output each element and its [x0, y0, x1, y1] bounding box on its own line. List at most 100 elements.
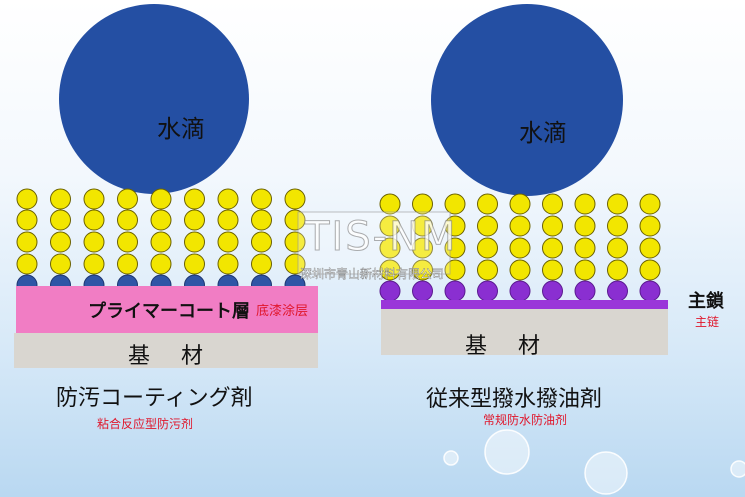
- molecule-circle: [184, 253, 205, 275]
- molecule-circle: [50, 209, 71, 231]
- molecule-circle: [639, 259, 661, 281]
- anchor-circle: [477, 280, 498, 302]
- molecule-circle: [607, 215, 628, 237]
- right-substrate-label: 基 材: [465, 334, 552, 359]
- molecule-circle: [284, 253, 306, 275]
- molecule-circle: [150, 231, 172, 253]
- anchor-circle: [412, 280, 433, 302]
- molecule-circle: [639, 193, 661, 215]
- right-caption: 従来型撥水撥油剤: [426, 387, 603, 412]
- molecule-circle: [117, 253, 138, 275]
- left-caption-sub: 粘合反应型防污剂: [97, 417, 194, 431]
- molecule-circle: [412, 193, 433, 215]
- molecule-circle: [150, 253, 172, 275]
- molecule-circle: [412, 259, 433, 281]
- bubble: [484, 429, 530, 475]
- molecule-circle: [117, 231, 138, 253]
- molecule-circle: [509, 237, 531, 259]
- molecule-circle: [184, 209, 205, 231]
- molecule-circle: [217, 253, 239, 275]
- molecule-circle: [379, 259, 401, 281]
- molecule-circle: [477, 215, 498, 237]
- left-molecule-layer: [16, 188, 306, 296]
- anchor-circle: [509, 280, 531, 302]
- molecule-circle: [284, 188, 306, 210]
- molecule-circle: [509, 193, 531, 215]
- molecule-circle: [542, 193, 563, 215]
- molecule-circle: [542, 237, 563, 259]
- molecule-circle: [284, 231, 306, 253]
- molecule-circle: [251, 231, 272, 253]
- molecule-circle: [574, 237, 596, 259]
- bubble: [443, 450, 459, 466]
- molecule-circle: [379, 237, 401, 259]
- molecule-circle: [412, 215, 433, 237]
- molecule-circle: [50, 231, 71, 253]
- molecule-circle: [379, 215, 401, 237]
- molecule-circle: [150, 209, 172, 231]
- molecule-circle: [83, 209, 105, 231]
- molecule-circle: [16, 253, 38, 275]
- right-molecule-layer: [379, 193, 661, 302]
- molecule-circle: [251, 188, 272, 210]
- molecule-circle: [83, 253, 105, 275]
- right-main-chain: [381, 300, 668, 309]
- primer-layer-label: プライマーコート層: [88, 301, 250, 322]
- molecule-circle: [509, 215, 531, 237]
- molecule-circle: [574, 215, 596, 237]
- molecule-circle: [607, 259, 628, 281]
- molecule-circle: [477, 237, 498, 259]
- anchor-circle: [379, 280, 401, 302]
- molecule-circle: [50, 253, 71, 275]
- left-substrate-label: 基 材: [128, 344, 215, 369]
- right-droplet: [431, 4, 623, 196]
- molecule-circle: [477, 193, 498, 215]
- molecule-circle: [150, 188, 172, 210]
- molecule-circle: [50, 188, 71, 210]
- molecule-circle: [639, 237, 661, 259]
- molecule-circle: [607, 237, 628, 259]
- molecule-circle: [477, 259, 498, 281]
- anchor-circle: [444, 280, 466, 302]
- molecule-circle: [574, 259, 596, 281]
- bubble: [584, 451, 628, 495]
- left-droplet: [59, 4, 249, 194]
- molecule-circle: [184, 188, 205, 210]
- primer-layer-sublabel: 底漆涂层: [256, 304, 309, 319]
- anchor-circle: [607, 280, 628, 302]
- molecule-circle: [217, 209, 239, 231]
- molecule-circle: [509, 259, 531, 281]
- molecule-circle: [117, 209, 138, 231]
- watermark-frame: [297, 211, 451, 275]
- molecule-circle: [16, 209, 38, 231]
- left-substrate: [14, 333, 318, 368]
- right-droplet-label: 水滴: [519, 119, 567, 147]
- molecule-circle: [639, 215, 661, 237]
- molecule-circle: [412, 237, 433, 259]
- anchor-circle: [639, 280, 661, 302]
- molecule-circle: [117, 188, 138, 210]
- molecule-circle: [83, 188, 105, 210]
- molecule-circle: [83, 231, 105, 253]
- molecule-circle: [251, 209, 272, 231]
- bubble: [730, 460, 745, 478]
- molecule-circle: [574, 193, 596, 215]
- right-caption-sub: 常规防水防油剂: [483, 413, 568, 427]
- left-primer-layer: [16, 286, 318, 333]
- anchor-circle: [542, 280, 563, 302]
- watermark-company: 深圳市青山新材料有限公司: [300, 267, 445, 281]
- molecule-circle: [379, 193, 401, 215]
- anchor-circle: [574, 280, 596, 302]
- molecule-circle: [217, 188, 239, 210]
- right-substrate: [381, 309, 668, 355]
- molecule-circle: [217, 231, 239, 253]
- left-caption: 防汚コーティング剤: [56, 386, 253, 411]
- molecule-circle: [184, 231, 205, 253]
- molecule-circle: [542, 259, 563, 281]
- molecule-circle: [16, 188, 38, 210]
- molecule-circle: [444, 193, 466, 215]
- main-chain-label: 主鎖: [688, 291, 724, 312]
- main-chain-sublabel: 主链: [695, 315, 720, 329]
- molecule-circle: [284, 209, 306, 231]
